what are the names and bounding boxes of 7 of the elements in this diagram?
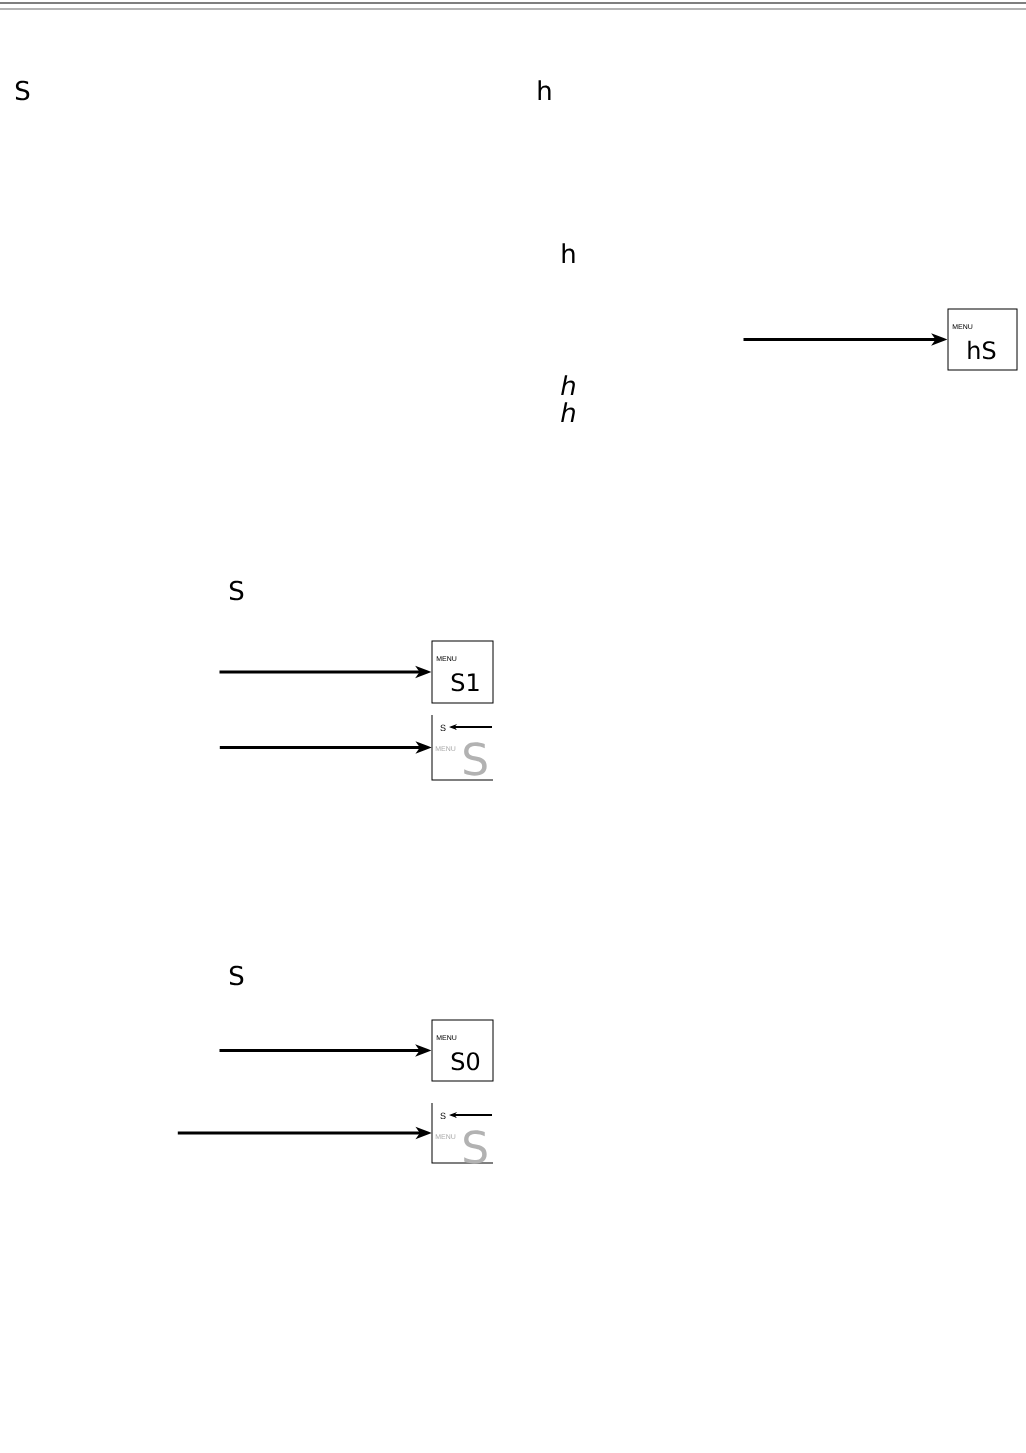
display-symbol: S <box>229 580 244 601</box>
display-symbol: h <box>562 243 575 263</box>
display-symbol: S <box>15 80 30 101</box>
display-symbol: h <box>538 80 551 100</box>
display-symbol: S <box>229 965 244 986</box>
display-symbol: h <box>561 402 575 422</box>
display-symbol: h <box>561 375 575 395</box>
